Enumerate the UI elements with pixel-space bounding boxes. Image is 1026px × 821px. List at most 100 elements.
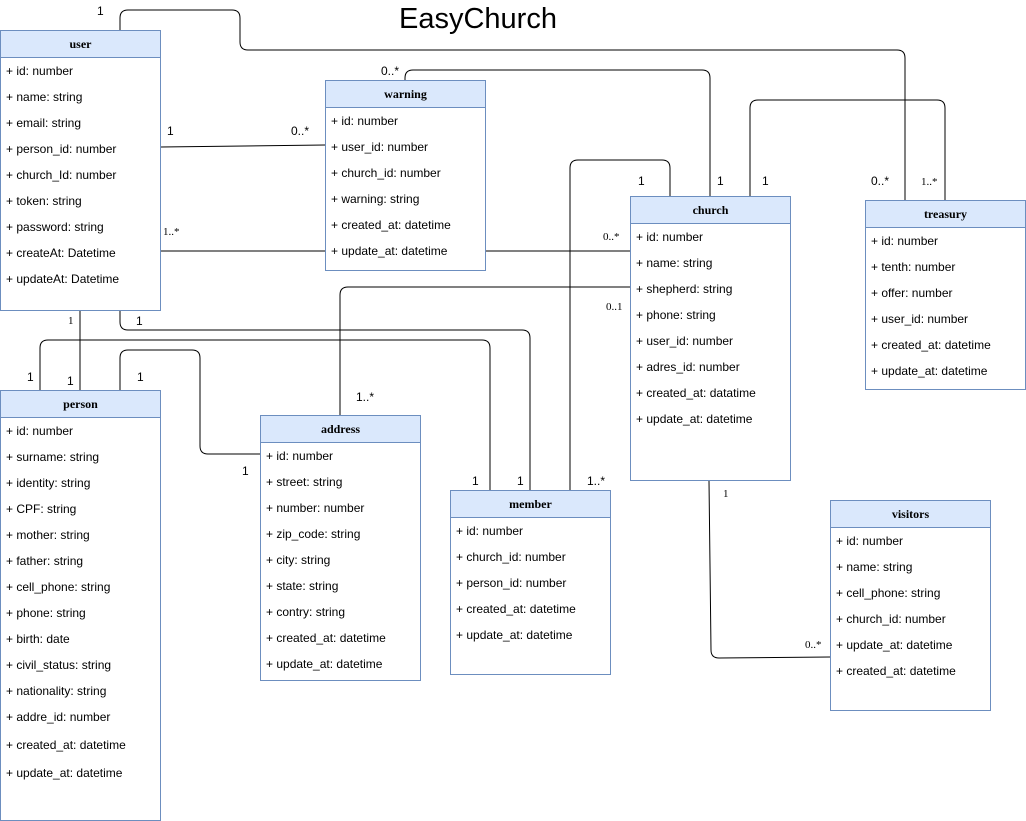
mult-church-member-church: 1 bbox=[638, 174, 645, 188]
address-attr-state: + state: string bbox=[266, 579, 339, 593]
mult-church-treasury-treasury: 1..* bbox=[921, 176, 938, 188]
person-attr-civil-status: + civil_status: string bbox=[6, 658, 112, 672]
person-attr-surname: + surname: string bbox=[6, 450, 100, 464]
mult-church-treasury-church: 1 bbox=[762, 174, 769, 188]
person-attr-cell-phone: + cell_phone: string bbox=[6, 580, 111, 594]
assoc-person-address bbox=[119, 349, 260, 455]
class-address[interactable]: address + id: number + street: string + … bbox=[260, 415, 421, 681]
church-attr-user-id: + user_id: number bbox=[636, 334, 734, 348]
person-attr-addre-id: + addre_id: number bbox=[6, 710, 111, 724]
mult-church-visitors-church: 1 bbox=[723, 488, 729, 500]
mult-church-address-address: 1..* bbox=[356, 390, 375, 404]
member-attr-created-at: + created_at: datetime bbox=[456, 602, 576, 616]
assoc-user-treasury bbox=[119, 9, 906, 200]
class-church[interactable]: church + id: number + name: string + she… bbox=[630, 196, 791, 481]
mult-user-church-user: 1..* bbox=[163, 226, 180, 238]
assoc-church-member bbox=[569, 159, 671, 490]
diagram-title: EasyChurch bbox=[399, 3, 557, 35]
treasury-attr-id: + id: number bbox=[871, 234, 939, 248]
class-user-name: user bbox=[1, 31, 160, 58]
warning-attr-update-at: + update_at: datetime bbox=[331, 244, 448, 258]
mult-user-member-member: 1 bbox=[517, 474, 524, 488]
user-attr-name: + name: string bbox=[6, 90, 83, 104]
treasury-attr-created-at: + created_at: datetime bbox=[871, 338, 991, 352]
treasury-attr-update-at: + update_at: datetime bbox=[871, 364, 988, 378]
person-attr-update-at: + update_at: datetime bbox=[6, 766, 123, 780]
mult-user-church-church: 0..* bbox=[603, 231, 620, 243]
user-attr-email: + email: string bbox=[6, 116, 82, 130]
class-warning-name: warning bbox=[326, 81, 485, 108]
user-attr-update-at: + updateAt: Datetime bbox=[6, 272, 120, 286]
mult-church-member-member: 1..* bbox=[587, 474, 606, 488]
church-attr-phone: + phone: string bbox=[636, 308, 716, 322]
class-visitors[interactable]: visitors + id: number + name: string + c… bbox=[830, 500, 991, 711]
mult-user-member-user: 1 bbox=[136, 314, 143, 328]
user-attr-person-id: + person_id: number bbox=[6, 142, 117, 156]
mult-person-member-member: 1 bbox=[472, 474, 479, 488]
visitors-attr-id: + id: number bbox=[836, 534, 904, 548]
mult-user-person-user: 1 bbox=[68, 315, 74, 327]
member-attr-update-at: + update_at: datetime bbox=[456, 628, 573, 642]
mult-warning-church-warning: 0..* bbox=[381, 64, 400, 78]
address-attr-contry: + contry: string bbox=[266, 605, 346, 619]
mult-user-treasury-user: 1 bbox=[97, 4, 104, 18]
member-attr-id: + id: number bbox=[456, 524, 524, 538]
assoc-church-treasury bbox=[749, 99, 946, 200]
class-treasury-name: treasury bbox=[866, 201, 1025, 228]
visitors-attr-church-id: + church_id: number bbox=[836, 612, 946, 626]
person-attr-birth: + birth: date bbox=[6, 632, 70, 646]
user-attr-id: + id: number bbox=[6, 64, 74, 78]
assoc-church-visitors bbox=[708, 480, 831, 659]
treasury-attr-user-id: + user_id: number bbox=[871, 312, 969, 326]
assoc-warning-church bbox=[404, 69, 711, 196]
user-attr-password: + password: string bbox=[6, 220, 104, 234]
visitors-attr-cell-phone: + cell_phone: string bbox=[836, 586, 941, 600]
member-attr-person-id: + person_id: number bbox=[456, 576, 567, 590]
visitors-attr-update-at: + update_at: datetime bbox=[836, 638, 953, 652]
mult-warning-church-church: 1 bbox=[717, 174, 724, 188]
person-attr-identity: + identity: string bbox=[6, 476, 91, 490]
class-address-name: address bbox=[261, 416, 420, 443]
mult-user-warning-user: 1 bbox=[167, 124, 174, 138]
class-person-name: person bbox=[1, 391, 160, 418]
address-attr-created-at: + created_at: datetime bbox=[266, 631, 386, 645]
church-attr-update-at: + update_at: datetime bbox=[636, 412, 753, 426]
warning-attr-created-at: + created_at: datetime bbox=[331, 218, 451, 232]
address-attr-zip-code: + zip_code: string bbox=[266, 527, 361, 541]
treasury-attr-offer: + offer: number bbox=[871, 286, 953, 300]
class-person[interactable]: person + id: number + surname: string + … bbox=[0, 390, 161, 821]
class-member-name: member bbox=[451, 491, 610, 518]
person-attr-phone: + phone: string bbox=[6, 606, 86, 620]
address-attr-street: + street: string bbox=[266, 475, 343, 489]
person-attr-mother: + mother: string bbox=[6, 528, 90, 542]
user-attr-church-id: + church_Id: number bbox=[6, 168, 117, 182]
assoc-user-member bbox=[119, 311, 531, 490]
mult-person-address-person: 1 bbox=[137, 370, 144, 384]
class-member[interactable]: member + id: number + church_id: number … bbox=[450, 490, 611, 675]
class-user[interactable]: user + id: number + name: string + email… bbox=[0, 30, 161, 311]
address-attr-update-at: + update_at: datetime bbox=[266, 657, 383, 671]
visitors-attr-created-at: + created_at: datetime bbox=[836, 664, 956, 678]
person-attr-created-at: + created_at: datetime bbox=[6, 738, 126, 752]
person-attr-father: + father: string bbox=[6, 554, 84, 568]
mult-user-treasury-treasury: 0..* bbox=[871, 174, 890, 188]
visitors-attr-name: + name: string bbox=[836, 560, 913, 574]
warning-attr-user-id: + user_id: number bbox=[331, 140, 429, 154]
person-attr-nationality: + nationality: string bbox=[6, 684, 107, 698]
church-attr-created-at: + created_at: datatime bbox=[636, 386, 756, 400]
treasury-attr-tenth: + tenth: number bbox=[871, 260, 956, 274]
mult-church-address-church: 0..1 bbox=[606, 301, 623, 313]
address-attr-id: + id: number bbox=[266, 449, 334, 463]
warning-attr-church-id: + church_id: number bbox=[331, 166, 441, 180]
address-attr-number: + number: number bbox=[266, 501, 365, 515]
warning-attr-warning: + warning: string bbox=[331, 192, 420, 206]
class-treasury[interactable]: treasury + id: number + tenth: number + … bbox=[865, 200, 1026, 390]
user-attr-token: + token: string bbox=[6, 194, 82, 208]
mult-user-warning-warning: 0..* bbox=[291, 124, 310, 138]
member-attr-church-id: + church_id: number bbox=[456, 550, 566, 564]
assoc-church-address bbox=[339, 286, 630, 415]
assoc-person-member bbox=[39, 339, 491, 490]
assoc-user-warning bbox=[160, 144, 326, 148]
class-warning[interactable]: warning + id: number + user_id: number +… bbox=[325, 80, 486, 271]
